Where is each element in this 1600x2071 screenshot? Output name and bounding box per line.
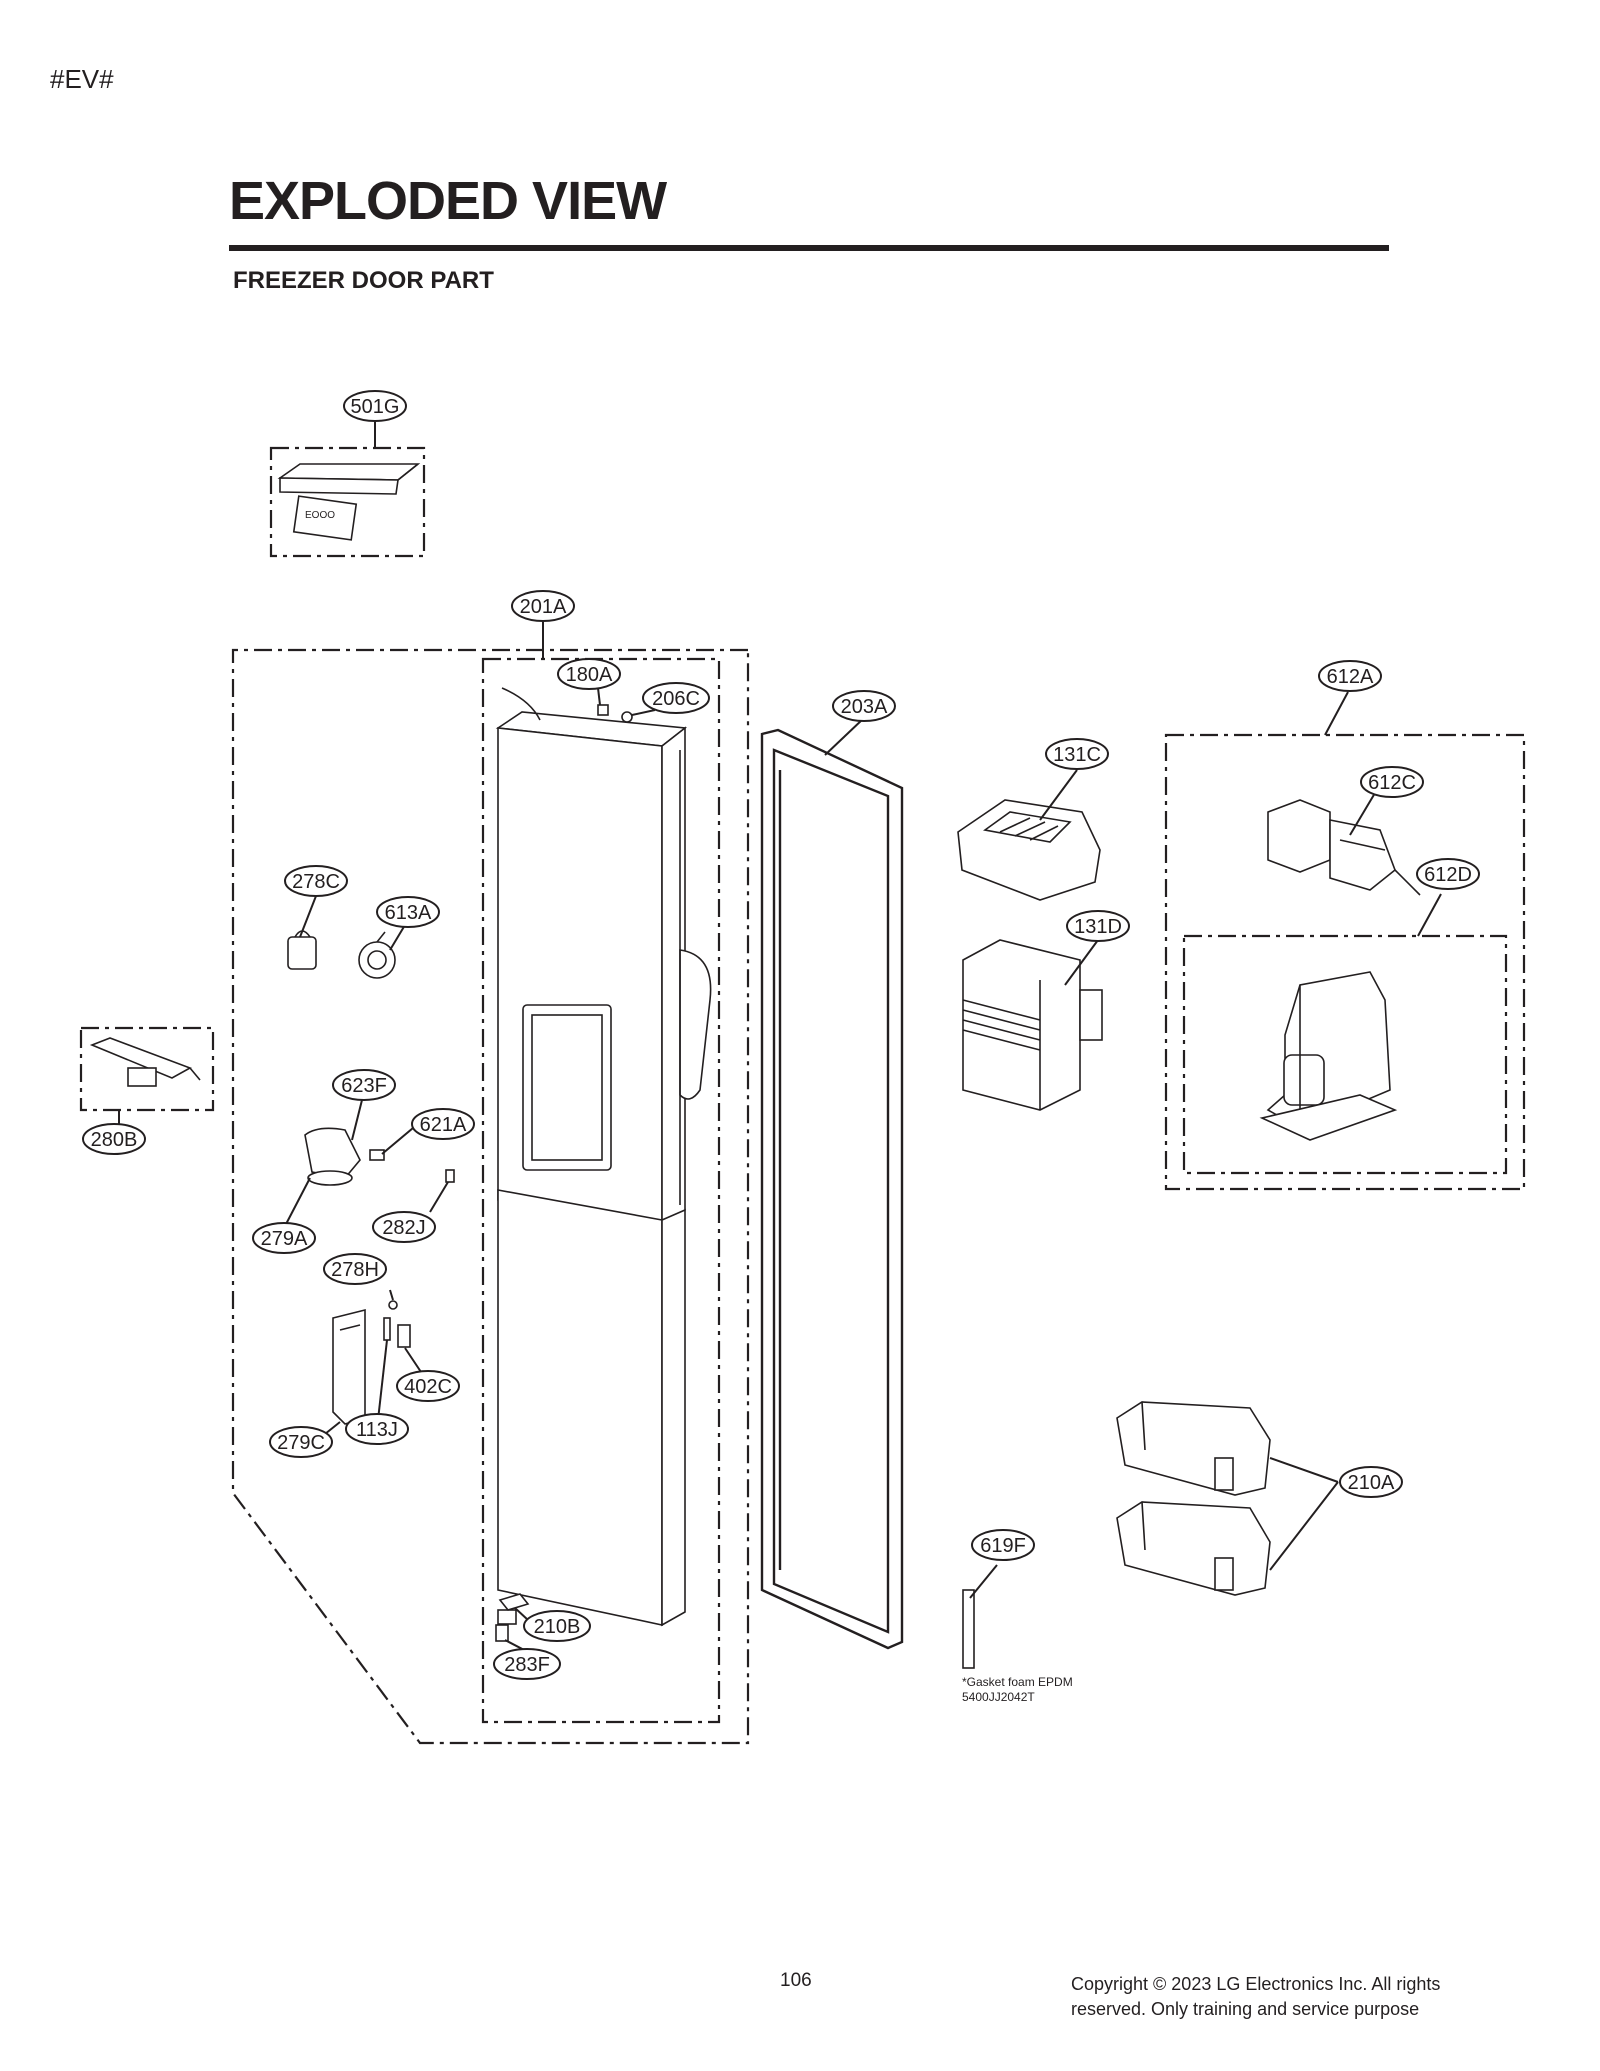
callouts: 501G 201A 180A 206C 203A 612A 131C 612C … bbox=[82, 390, 1480, 1680]
callout-278H: 278H bbox=[323, 1253, 387, 1285]
part-131C-drawing bbox=[957, 799, 1101, 901]
group-box-201A-inner bbox=[481, 657, 721, 1724]
part-203A-gasket-drawing bbox=[760, 728, 904, 1650]
parts: EOOO bbox=[89, 463, 1421, 1669]
title-divider bbox=[229, 245, 1389, 251]
part-282J-drawing bbox=[445, 1169, 455, 1183]
part-612C-drawing bbox=[1267, 799, 1421, 896]
part-283F-drawing bbox=[495, 1624, 509, 1642]
gasket-note-line1: *Gasket foam EPDM bbox=[962, 1675, 1073, 1689]
callout-621A: 621A bbox=[411, 1108, 475, 1140]
callout-623F-label: 623F bbox=[341, 1075, 387, 1097]
group-box-201A-outer bbox=[231, 648, 750, 1745]
part-210B-drawing bbox=[498, 1593, 530, 1611]
callout-621A-label: 621A bbox=[420, 1114, 467, 1136]
callout-612A-label: 612A bbox=[1327, 666, 1374, 688]
callout-279A: 279A bbox=[252, 1222, 316, 1254]
callout-613A: 613A bbox=[376, 896, 440, 928]
part-180A-206C-drawing bbox=[597, 704, 633, 723]
copyright-line-1: Copyright © 2023 LG Electronics Inc. All… bbox=[1071, 1974, 1441, 1994]
callout-203A: 203A bbox=[832, 690, 896, 722]
callout-278H-label: 278H bbox=[331, 1259, 379, 1281]
callout-279A-label: 279A bbox=[261, 1228, 308, 1250]
part-621A-drawing bbox=[369, 1149, 385, 1161]
callout-501G-label: 501G bbox=[351, 396, 400, 418]
callout-201A-label: 201A bbox=[520, 596, 567, 618]
callout-113J-label: 113J bbox=[356, 1419, 398, 1441]
callout-282J-label: 282J bbox=[382, 1217, 425, 1239]
callout-180A: 180A bbox=[557, 658, 621, 690]
callout-131D-label: 131D bbox=[1074, 916, 1122, 938]
callout-278C: 278C bbox=[284, 865, 348, 897]
callout-612C-label: 612C bbox=[1368, 772, 1416, 794]
page-title: EXPLODED VIEW bbox=[229, 171, 667, 231]
callout-612C: 612C bbox=[1360, 766, 1424, 798]
part-612D-drawing bbox=[1259, 971, 1398, 1141]
part-210A-bin-lower-drawing bbox=[1116, 1501, 1271, 1596]
callout-280B: 280B bbox=[82, 1123, 146, 1155]
page-number: 106 bbox=[780, 1970, 812, 1991]
callout-612A: 612A bbox=[1318, 660, 1382, 692]
gasket-note-line2: 5400JJ2042T bbox=[962, 1690, 1035, 1704]
svg-text:EOOO: EOOO bbox=[305, 510, 335, 521]
callout-113J: 113J bbox=[345, 1413, 409, 1445]
callout-201A: 201A bbox=[511, 590, 575, 622]
part-131D-drawing bbox=[962, 939, 1103, 1111]
callout-210A: 210A bbox=[1339, 1466, 1403, 1498]
callout-283F-label: 283F bbox=[504, 1654, 550, 1676]
copyright-notice: Copyright © 2023 LG Electronics Inc. All… bbox=[1071, 1972, 1511, 2022]
part-279C-drawing bbox=[332, 1308, 366, 1425]
callout-206C: 206C bbox=[642, 682, 710, 714]
callout-180A-label: 180A bbox=[566, 664, 613, 686]
callout-210B-label: 210B bbox=[534, 1616, 581, 1638]
section-subtitle: FREEZER DOOR PART bbox=[233, 267, 494, 294]
callout-131C-label: 131C bbox=[1053, 744, 1101, 766]
callout-612D-label: 612D bbox=[1424, 864, 1472, 886]
part-619F-drawing bbox=[962, 1589, 975, 1669]
callout-210A-label: 210A bbox=[1348, 1472, 1395, 1494]
callout-282J: 282J bbox=[372, 1211, 436, 1243]
callout-131D: 131D bbox=[1066, 910, 1130, 942]
callout-613A-label: 613A bbox=[385, 902, 432, 924]
callout-619F: 619F bbox=[971, 1529, 1035, 1561]
callout-278C-label: 278C bbox=[292, 871, 340, 893]
callout-501G: 501G bbox=[343, 390, 407, 422]
callout-280B-label: 280B bbox=[91, 1129, 138, 1151]
group-box-280B bbox=[79, 1026, 215, 1112]
callout-203A-label: 203A bbox=[841, 696, 888, 718]
part-279A-drawing bbox=[304, 1127, 361, 1186]
part-113J-drawing bbox=[383, 1317, 391, 1341]
copyright-line-2: reserved. Only training and service purp… bbox=[1071, 1999, 1420, 2019]
part-280B-drawing bbox=[89, 1037, 201, 1087]
part-201A-door-drawing bbox=[495, 687, 712, 1627]
callout-612D: 612D bbox=[1416, 858, 1480, 890]
callout-402C-label: 402C bbox=[404, 1376, 452, 1398]
part-402C-drawing bbox=[397, 1324, 411, 1348]
group-box-612A bbox=[1164, 733, 1526, 1191]
group-box-612D bbox=[1182, 934, 1508, 1175]
callout-131C: 131C bbox=[1045, 738, 1109, 770]
part-501G-drawing: EOOO bbox=[277, 463, 421, 541]
group-boxes bbox=[79, 446, 1526, 1745]
callout-402C: 402C bbox=[396, 1370, 460, 1402]
part-613A-drawing bbox=[358, 931, 396, 979]
callout-279C: 279C bbox=[269, 1426, 333, 1458]
leader-lines bbox=[118, 422, 1442, 1653]
part-210A-bin-upper-drawing bbox=[1116, 1401, 1271, 1496]
gasket-note: *Gasket foam EPDM 5400JJ2042T bbox=[962, 1675, 1073, 1704]
callout-623F: 623F bbox=[332, 1069, 396, 1101]
part-278C-drawing bbox=[287, 930, 317, 970]
document-tag: #EV# bbox=[50, 64, 114, 94]
callout-619F-label: 619F bbox=[980, 1535, 1026, 1557]
part-278H-drawing bbox=[388, 1300, 398, 1310]
callout-206C-label: 206C bbox=[652, 688, 700, 710]
callout-210B: 210B bbox=[523, 1610, 591, 1642]
group-box-501G bbox=[269, 446, 426, 558]
callout-283F: 283F bbox=[493, 1648, 561, 1680]
callout-279C-label: 279C bbox=[277, 1432, 325, 1454]
